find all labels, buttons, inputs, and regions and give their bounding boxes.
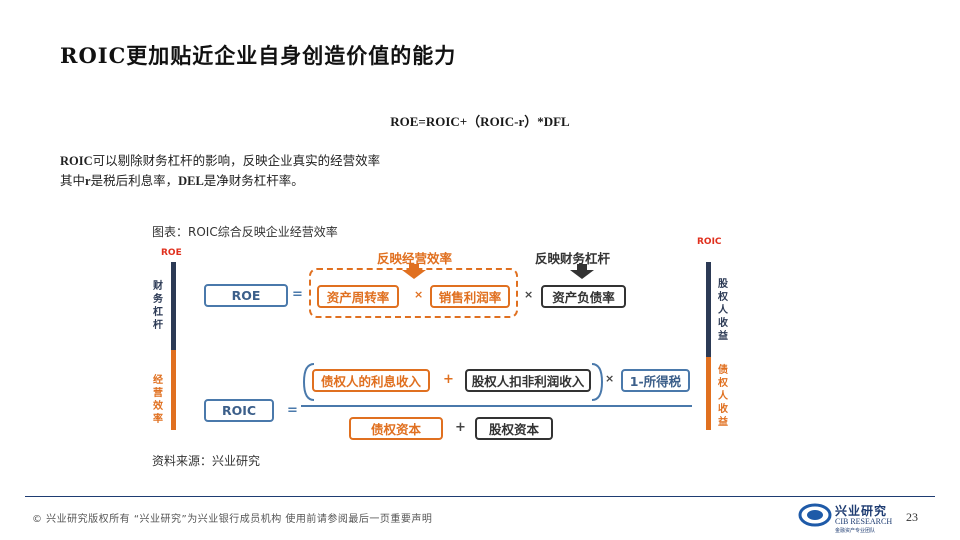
equity-capital-box: 股权资本 — [475, 417, 553, 440]
row2-equals: = — [287, 403, 298, 418]
row2-times: × — [605, 372, 615, 385]
logo-text-en: CIB RESEARCH — [835, 517, 893, 526]
operating-efficiency-dashed-group — [309, 268, 518, 318]
left-paren-icon — [302, 363, 315, 401]
asset-turnover-box: 资产周转率 — [317, 285, 399, 308]
debt-capital-box: 债权资本 — [349, 417, 443, 440]
paragraph-line-1: ROIC可以剔除财务杠杆的影响，反映企业真实的经营效率 — [60, 150, 380, 169]
footer-disclaimer: © 兴业研究版权所有 “兴业研究”为兴业银行成员机构 使用前请参阅最后一页重要声… — [32, 514, 433, 525]
para-line2-b: 是税后利息率， — [90, 173, 179, 188]
logo-text-small: 金融资产专业团队 — [835, 528, 876, 534]
row2-plus-top: + — [443, 372, 454, 387]
logo-text-cn: 兴业研究 — [835, 504, 888, 518]
page-number: 23 — [906, 510, 918, 524]
right-bar-bottom — [706, 357, 711, 430]
down-arrow-icon-orange — [402, 264, 426, 279]
right-paren-icon — [591, 363, 604, 401]
left-label-operating-efficiency: 经营效率 — [153, 375, 163, 425]
note-operating-efficiency: 反映经营效率 — [377, 251, 453, 266]
tax-box: 1-所得税 — [621, 369, 690, 392]
source-note: 资料来源：兴业研究 — [152, 454, 261, 468]
down-arrow-icon-dark — [570, 264, 594, 279]
roe-formula: ROE=ROIC+（ROIC-r）*DFL — [390, 114, 570, 129]
left-label-financial-leverage: 财务杠杆 — [153, 281, 163, 331]
roic-box: ROIC — [204, 399, 274, 422]
creditor-interest-box: 债权人的利息收入 — [312, 369, 430, 392]
para-line2-c: 是净财务杠杆率。 — [203, 173, 304, 188]
left-roe-tag: ROE — [161, 248, 182, 258]
row1-times-1: × — [414, 288, 424, 301]
right-roic-tag: ROIC — [697, 237, 722, 247]
footer-divider — [25, 496, 935, 497]
paragraph-line-2: 其中r是税后利息率，DEL是净财务杠杆率。 — [60, 170, 304, 189]
note-financial-leverage: 反映财务杠杆 — [535, 251, 611, 266]
profit-margin-box: 销售利润率 — [430, 285, 510, 308]
row2-plus-bottom: + — [455, 420, 466, 435]
left-bar-bottom — [171, 350, 176, 430]
figure-caption: 图表：ROIC综合反映企业经营效率 — [152, 225, 338, 239]
para-del-term: DEL — [178, 174, 204, 188]
row1-equals: = — [292, 287, 303, 302]
row1-times-2: × — [524, 288, 534, 301]
roe-box: ROE — [204, 284, 288, 307]
para-line1-text: 可以剔除财务杠杆的影响，反映企业真实的经营效率 — [92, 153, 381, 168]
left-bar-top — [171, 262, 176, 350]
shareholder-income-box: 股权人扣非利润收入 — [465, 369, 591, 392]
right-bar-top — [706, 262, 711, 357]
para-r-term: r — [85, 174, 91, 188]
right-label-equity-income: 股权人收益 — [718, 279, 728, 342]
debt-ratio-box: 资产负债率 — [541, 285, 626, 308]
fraction-line — [301, 405, 692, 407]
para-roic-term: ROIC — [60, 154, 93, 168]
right-label-creditor-income: 债权人收益 — [718, 365, 728, 428]
para-line2-a: 其中 — [60, 173, 86, 188]
cib-logo-icon — [798, 503, 832, 527]
slide-title: ROIC更加贴近企业自身创造价值的能力 — [60, 43, 457, 68]
